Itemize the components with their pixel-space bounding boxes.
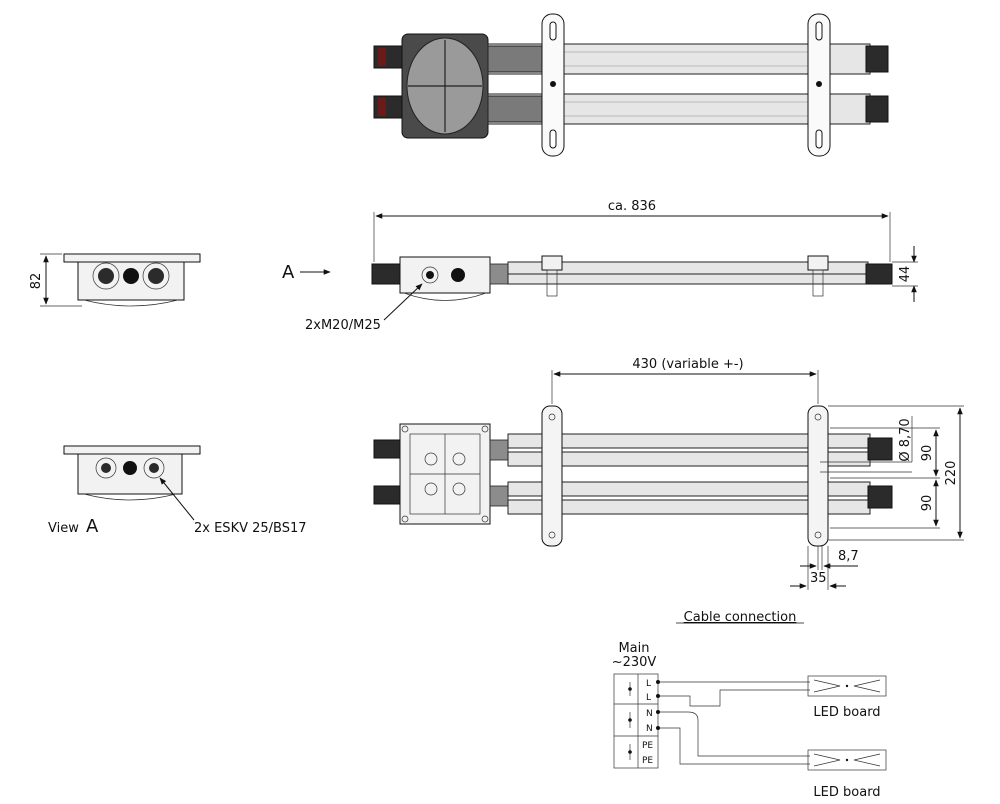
wiring-title: Cable connection (684, 610, 797, 625)
dim-total-width-text: 220 (944, 461, 959, 486)
side-view (371, 255, 893, 301)
junction-box-side (399, 256, 491, 294)
dim-diameter-text: Ø 8,70 (898, 418, 913, 461)
view-arrow-letter: A (282, 262, 295, 283)
dim-height-end-text: 82 (29, 273, 44, 290)
dim-spacing: 430 (variable +-) (551, 357, 819, 404)
bracket-plan-left (541, 405, 563, 547)
led-board-bottom-label: LED board (813, 785, 880, 800)
dim-overall-length: ca. 836 (373, 199, 891, 262)
view-label: View (48, 521, 79, 536)
bracket-plan-right (807, 405, 829, 547)
led-board-top-label: LED board (813, 705, 880, 720)
led-board-bottom (807, 749, 887, 771)
view-a-arrow: A (282, 262, 331, 283)
glands-callout: 2xM20/M25 (305, 283, 423, 333)
dim-bracket-hole-text: 8,7 (838, 549, 859, 564)
terminal-5: PE (642, 756, 653, 766)
terminal-4: PE (642, 741, 653, 751)
dim-spacing-text: 430 (variable +-) (632, 357, 743, 372)
terminal-3: N (646, 724, 653, 734)
dim-pitch-lower-text: 90 (920, 495, 935, 512)
wiring-diagram: Cable connection Main ~230V L L N N PE P… (612, 610, 887, 800)
terminal-2: N (646, 709, 653, 719)
connectors-callout-text: 2x ESKV 25/BS17 (194, 521, 307, 536)
top-3d-view (373, 13, 889, 157)
dim-height-side: 44 (892, 246, 918, 302)
led-board-top (807, 675, 887, 697)
terminal-block (613, 673, 659, 769)
dim-height-side-text: 44 (898, 266, 913, 283)
tube-side-lower (507, 273, 869, 285)
dim-overall-length-text: ca. 836 (608, 199, 656, 214)
dim-bracket-width-text: 35 (810, 571, 827, 586)
plan-view (373, 405, 893, 547)
end-view-upper: 82 (29, 253, 201, 307)
dim-pitch-upper-text: 90 (920, 445, 935, 462)
view-letter: A (86, 516, 99, 537)
supply-line1: Main (618, 641, 649, 656)
dim-bracket: 8,7 35 (790, 546, 859, 590)
dim-chain-right: 220 90 90 Ø 8,70 (820, 405, 964, 541)
end-view-a: View A 2x ESKV 25/BS17 (48, 445, 307, 537)
terminal-1: L (646, 693, 651, 703)
terminal-0: L (646, 679, 651, 689)
glands-callout-text: 2xM20/M25 (305, 318, 381, 333)
supply-line2: ~230V (612, 655, 657, 670)
